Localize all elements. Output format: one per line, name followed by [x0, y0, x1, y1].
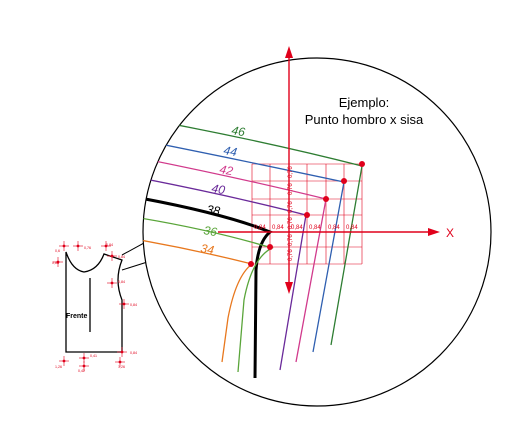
size-label-34: 34	[199, 241, 215, 257]
x-increment-label: 0,84	[346, 225, 358, 231]
pattern-grading-label: 0,84	[106, 243, 113, 247]
x-increment-label: 0,84	[309, 225, 321, 231]
x-increment-label: 0,84	[272, 225, 284, 231]
example-subtitle: Punto hombro x sisa	[305, 112, 424, 127]
pattern-grading-label: 0,42	[78, 369, 85, 373]
y-increment-label: 0,76	[288, 249, 294, 261]
x-axis-label: X	[446, 226, 454, 240]
pattern-grading-label: 0,84	[118, 280, 125, 284]
size-curve-44	[143, 139, 345, 353]
size-curve-38	[143, 196, 273, 379]
front-pattern: Frente 0,60,760,840,840,840,840,841,260,…	[52, 241, 137, 373]
y-increment-label: 0,76	[288, 166, 294, 178]
example-title: Ejemplo:	[339, 95, 390, 110]
pattern-grading-label: 0,84	[130, 351, 137, 355]
y-increment-label: 0,76	[288, 217, 294, 229]
size-curve-40	[143, 177, 307, 371]
pattern-grading-label: 0,88	[52, 261, 59, 265]
y-axis-arrow-down	[285, 282, 293, 294]
pattern-grading-label: 0,41	[90, 354, 97, 358]
x-axis-arrow	[428, 228, 440, 236]
size-label-40: 40	[210, 181, 226, 197]
front-pattern-outline	[65, 251, 123, 353]
pattern-grading-label: 1,26	[55, 365, 62, 369]
x-increment-label: 0,84	[291, 225, 303, 231]
pattern-grading-arrows: 0,6 0,76 0,84 0,84 0,84 0,84 0,84 1,26 0,41 0,42 1…	[52, 241, 137, 373]
size-curve-42	[143, 157, 327, 363]
size-label-42: 42	[218, 162, 234, 178]
y-increment-label: 0,76	[288, 234, 294, 246]
x-increment-label: 0,84	[254, 225, 266, 231]
pattern-grading-label: 0,84	[118, 255, 125, 259]
pattern-grading-label: 0,84	[130, 303, 137, 307]
pattern-grading-label: 0,76	[84, 246, 91, 250]
point-40	[304, 212, 310, 218]
size-label-36: 36	[202, 223, 218, 239]
point-44	[341, 178, 347, 184]
front-label: Frente	[66, 313, 88, 320]
size-label-46: 46	[230, 123, 246, 139]
point-36	[267, 244, 273, 250]
size-curve-36	[143, 217, 274, 373]
y-axis-arrow-up	[285, 46, 293, 58]
grading-points	[248, 161, 365, 267]
point-34	[248, 261, 254, 267]
pattern-grading-label: 0,6	[55, 249, 60, 253]
size-label-38: 38	[205, 202, 221, 218]
point-42	[323, 196, 329, 202]
y-increment-label: 0,76	[288, 183, 294, 195]
point-46	[359, 161, 365, 167]
y-increment-label: 0,76	[288, 201, 294, 213]
size-label-44: 44	[222, 143, 238, 159]
x-increment-label: 0,84	[328, 225, 340, 231]
pattern-grading-label: 1,26	[118, 365, 125, 369]
